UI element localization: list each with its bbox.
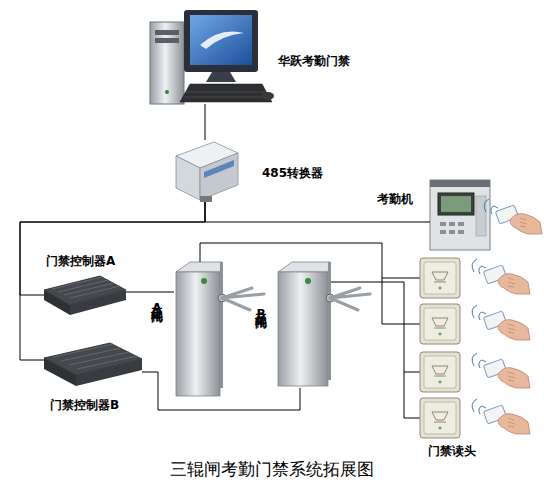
node-label: 三辊闸A	[150, 298, 164, 316]
reader-wire	[200, 243, 420, 324]
computer-node: 华跃考勤门禁	[150, 8, 260, 104]
monitor	[184, 10, 258, 72]
controller-front	[44, 290, 70, 315]
hand-with-card	[472, 399, 530, 434]
db9-port	[200, 196, 212, 202]
machine-top	[430, 180, 490, 187]
pc-tower	[150, 22, 184, 104]
node-label: 考勤机	[377, 192, 413, 206]
turnstile-node: 三辊闸A	[174, 260, 222, 398]
attendance-machine-node: 考勤机	[430, 178, 492, 252]
turnstile-arm	[330, 288, 370, 310]
machine-key	[458, 230, 464, 234]
card-reader	[420, 352, 460, 392]
turnstile-edge	[220, 262, 223, 388]
drive-bay	[155, 38, 179, 43]
turnstile-a	[176, 262, 264, 396]
diagram-caption: 三辊闸考勤门禁系统拓展图	[0, 458, 544, 481]
card-reader	[420, 258, 460, 298]
keyboard-keys	[184, 92, 268, 97]
monitor-screen	[190, 15, 252, 65]
connector-wire	[142, 372, 300, 410]
drive-bay	[155, 30, 179, 35]
screen-swoosh	[200, 32, 244, 50]
machine-body	[430, 180, 490, 250]
connector-wire	[20, 202, 205, 360]
converter-side	[200, 153, 238, 200]
card-reader	[420, 398, 460, 438]
machine-key	[449, 230, 455, 234]
connector-wire	[126, 292, 174, 293]
converter-sticker	[204, 160, 234, 178]
node-label: 三辊闸B	[254, 304, 268, 322]
monitor-stand	[206, 72, 236, 82]
attendance-machine	[430, 180, 490, 250]
controller-b	[44, 343, 142, 386]
controller-node: 门禁控制器B	[44, 342, 142, 378]
node-label: 门禁控制器B	[50, 398, 119, 412]
machine-key	[458, 222, 464, 226]
turnstile-node: 三辊闸B	[276, 262, 330, 388]
machine-key	[440, 230, 446, 234]
node-label: 华跃考勤门禁	[278, 54, 350, 68]
machine-key	[449, 222, 455, 226]
hand-with-card	[484, 199, 542, 234]
hand-with-card	[472, 353, 530, 388]
machine-display	[441, 196, 471, 212]
turnstile-top	[278, 262, 330, 272]
reader-wire	[331, 282, 420, 418]
turnstile-body	[176, 272, 220, 396]
converter-node: 485转换器	[174, 140, 240, 202]
keyboard	[180, 84, 272, 102]
turnstile-top	[176, 262, 222, 272]
turnstile-body	[278, 272, 328, 386]
converter-front	[176, 156, 200, 200]
turnstile-indicator	[305, 278, 311, 284]
turnstile-edge	[328, 262, 331, 380]
computer	[150, 10, 274, 104]
controller-node: 门禁控制器A	[44, 274, 126, 316]
machine-key	[440, 222, 446, 226]
connector-wire	[205, 104, 206, 140]
node-label: 门禁控制器A	[46, 254, 115, 268]
turnstile-indicator	[201, 278, 207, 284]
hand-with-card	[472, 259, 530, 294]
card-reader	[420, 304, 460, 344]
controller-front	[44, 358, 76, 386]
controller-a	[44, 276, 126, 315]
controller-side	[76, 359, 142, 386]
card-slot	[476, 196, 486, 236]
node-label: 485转换器	[262, 166, 323, 180]
rs485-converter	[176, 142, 238, 202]
controller-side	[70, 290, 126, 315]
mouse	[262, 92, 274, 100]
connector-wire	[20, 202, 205, 295]
power-led	[165, 90, 169, 94]
machine-screen	[438, 193, 474, 215]
turnstile-b	[278, 262, 370, 386]
group-label: 门禁读头	[428, 443, 476, 460]
hand-with-card	[472, 305, 530, 340]
